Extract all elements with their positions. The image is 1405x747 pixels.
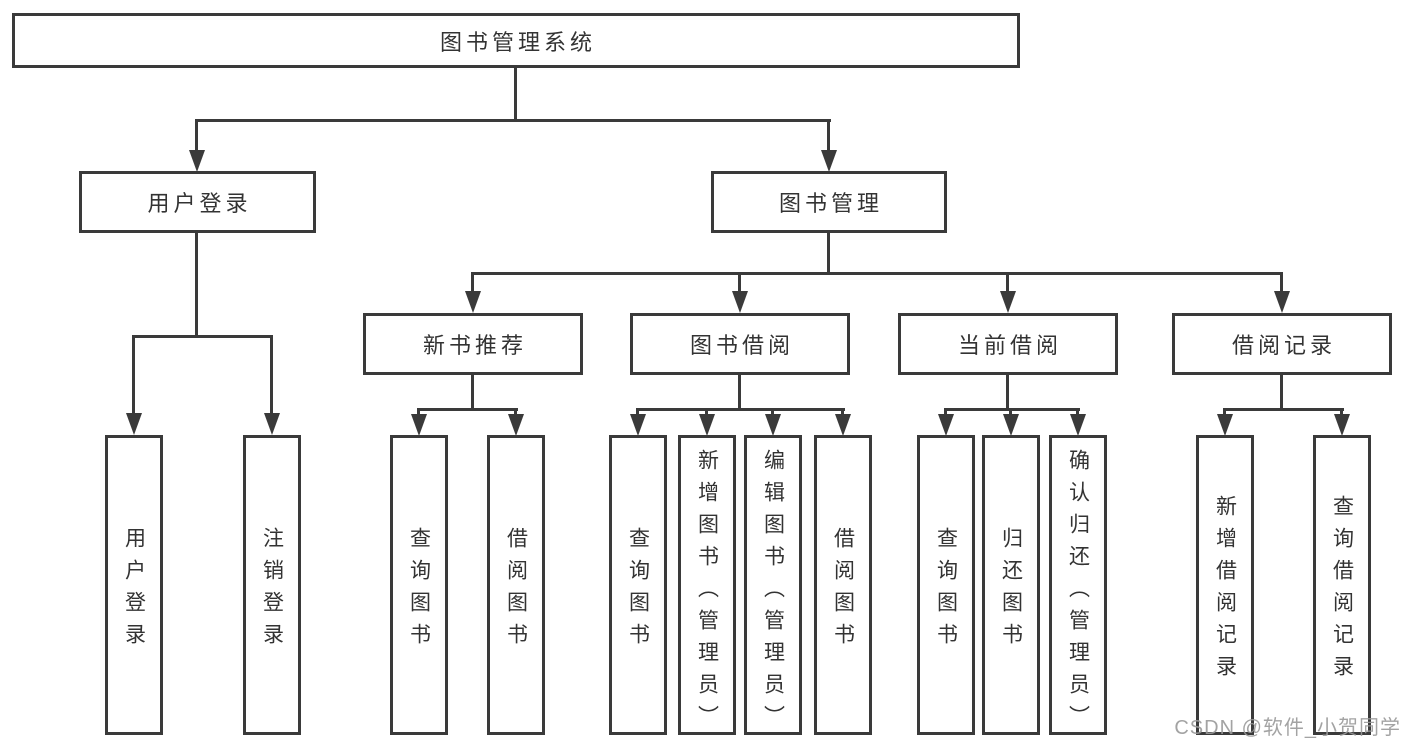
arrow-down-icon [1274, 291, 1290, 313]
arrow-down-icon [821, 150, 837, 172]
arrow-down-icon [765, 414, 781, 436]
leaf-return-books-label: 归还图书 [999, 526, 1023, 655]
connector-leaf-drop [1340, 408, 1343, 417]
node-new-book-recommendation-label: 新书推荐 [422, 333, 527, 358]
connector-user-login-bar [132, 335, 273, 338]
connector-level3-drop [1280, 272, 1283, 293]
leaf-borrowing-query-books: 查询图书 [609, 435, 667, 735]
node-borrowing-records-label: 借阅记录 [1231, 333, 1336, 358]
connector-leaf-drop [705, 408, 708, 417]
leaf-borrowing-borrow-books-label: 借阅图书 [831, 526, 855, 655]
csdn-watermark: CSDN @软件_小贺同学 [1174, 717, 1401, 739]
leaf-edit-books-admin: 编辑图书（管理员） [744, 435, 802, 737]
leaf-query-borrow-record: 查询借阅记录 [1313, 435, 1371, 735]
arrow-down-icon [835, 414, 851, 436]
connector-recommend-bar [417, 408, 518, 411]
arrow-down-icon [189, 150, 205, 172]
connector-leaf-drop [1009, 408, 1012, 417]
connector-leaf-drop [270, 335, 273, 415]
connector-level3-drop [471, 272, 474, 293]
arrow-down-icon [1003, 414, 1019, 436]
connector-current-stem [1006, 375, 1009, 411]
arrow-down-icon [264, 413, 280, 435]
connector-root-stem [514, 68, 517, 122]
connector-book-mgmt-drop [827, 119, 830, 153]
node-book-management-label: 图书管理 [778, 191, 883, 216]
arrow-down-icon [1000, 291, 1016, 313]
leaf-recommend-borrow-books: 借阅图书 [487, 435, 545, 735]
connector-leaf-drop [417, 408, 420, 417]
connector-book-mgmt-stem [827, 233, 830, 275]
leaf-recommend-query-books-label: 查询图书 [407, 526, 431, 655]
arrow-down-icon [465, 291, 481, 313]
arrow-down-icon [732, 291, 748, 313]
leaf-query-borrow-record-label: 查询借阅记录 [1330, 494, 1354, 687]
node-current-borrowing: 当前借阅 [898, 313, 1118, 375]
node-book-borrowing: 图书借阅 [630, 313, 850, 375]
connector-leaf-drop [841, 408, 844, 417]
arrow-down-icon [1070, 414, 1086, 436]
connector-level3-bar [471, 272, 1283, 275]
connector-leaf-drop [1076, 408, 1079, 417]
arrow-down-icon [508, 414, 524, 436]
node-library-system: 图书管理系统 [12, 13, 1020, 68]
leaf-current-query-books-label: 查询图书 [934, 526, 958, 655]
arrow-down-icon [630, 414, 646, 436]
node-book-management: 图书管理 [711, 171, 947, 233]
arrow-down-icon [1217, 414, 1233, 436]
arrow-down-icon [126, 413, 142, 435]
node-book-borrowing-label: 图书借阅 [689, 333, 794, 358]
connector-leaf-drop [514, 408, 517, 417]
connector-leaf-drop [771, 408, 774, 417]
leaf-confirm-return-admin: 确认归还（管理员） [1049, 435, 1107, 737]
connector-records-bar [1223, 408, 1344, 411]
leaf-user-login-label: 用户登录 [122, 526, 146, 655]
leaf-add-borrow-record: 新增借阅记录 [1196, 435, 1254, 735]
arrow-down-icon [1334, 414, 1350, 436]
leaf-return-books: 归还图书 [982, 435, 1040, 735]
leaf-confirm-return-admin-label: 确认归还（管理员） [1066, 449, 1090, 737]
leaf-add-books-admin: 新增图书（管理员） [678, 435, 736, 737]
node-user-login-label: 用户登录 [147, 191, 252, 216]
node-new-book-recommendation: 新书推荐 [363, 313, 583, 375]
connector-records-stem [1280, 375, 1283, 411]
node-user-login: 用户登录 [79, 171, 316, 233]
leaf-edit-books-admin-label: 编辑图书（管理员） [761, 449, 785, 737]
node-library-system-label: 图书管理系统 [439, 29, 596, 55]
leaf-logout-login-label: 注销登录 [260, 526, 284, 655]
connector-recommend-stem [471, 375, 474, 411]
connector-current-bar [944, 408, 1080, 411]
leaf-logout-login: 注销登录 [243, 435, 301, 735]
connector-borrowing-stem [738, 375, 741, 411]
arrow-down-icon [699, 414, 715, 436]
leaf-current-query-books: 查询图书 [917, 435, 975, 735]
arrow-down-icon [411, 414, 427, 436]
connector-user-login-stem [195, 233, 198, 337]
leaf-user-login: 用户登录 [105, 435, 163, 735]
leaf-add-books-admin-label: 新增图书（管理员） [695, 449, 719, 737]
connector-leaf-drop [636, 408, 639, 417]
connector-leaf-drop [132, 335, 135, 415]
connector-leaf-drop [944, 408, 947, 417]
leaf-recommend-query-books: 查询图书 [390, 435, 448, 735]
connector-level3-drop [1006, 272, 1009, 293]
connector-leaf-drop [1223, 408, 1226, 417]
leaf-borrowing-query-books-label: 查询图书 [626, 526, 650, 655]
node-current-borrowing-label: 当前借阅 [957, 333, 1062, 358]
connector-user-login-drop [195, 119, 198, 153]
node-borrowing-records: 借阅记录 [1172, 313, 1392, 375]
leaf-add-borrow-record-label: 新增借阅记录 [1213, 494, 1237, 687]
arrow-down-icon [938, 414, 954, 436]
leaf-recommend-borrow-books-label: 借阅图书 [504, 526, 528, 655]
leaf-borrowing-borrow-books: 借阅图书 [814, 435, 872, 735]
connector-level3-drop [738, 272, 741, 293]
connector-borrowing-bar [636, 408, 845, 411]
connector-level2-bar [195, 119, 831, 122]
